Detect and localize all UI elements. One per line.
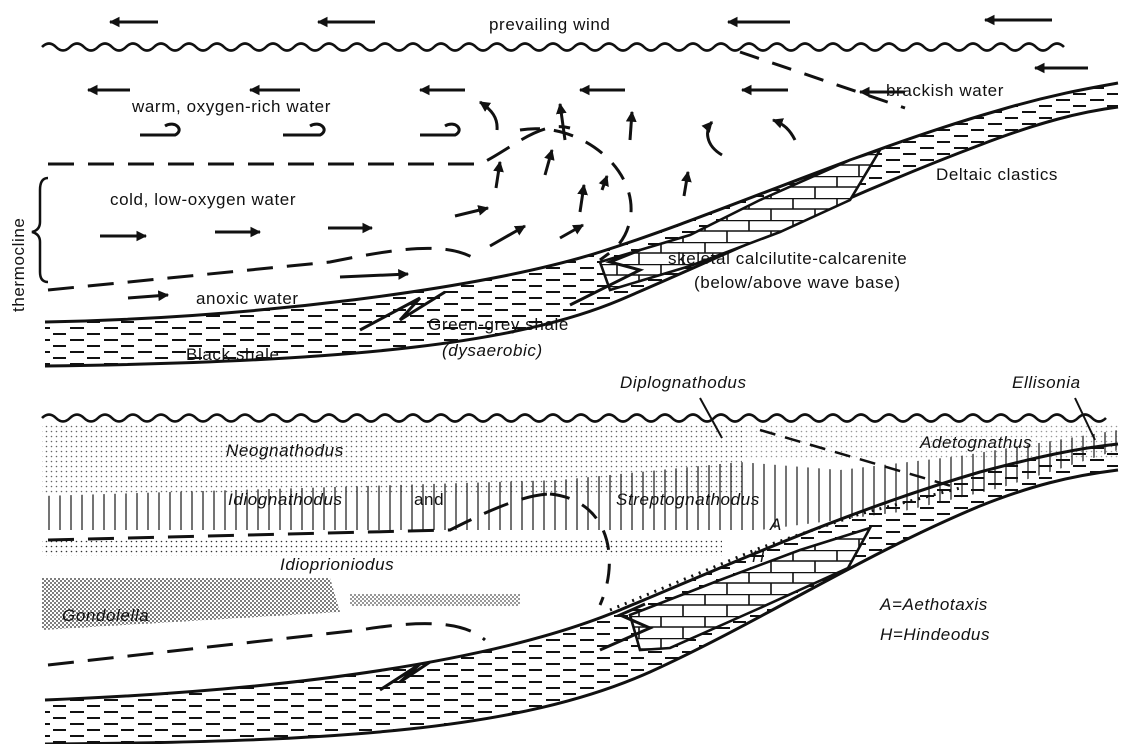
neognathodus-label: Neognathodus <box>226 441 344 460</box>
sea-surface-wave <box>42 44 1064 51</box>
brackish-boundary-line <box>740 52 905 108</box>
idiognathodus-label: Idiognathodus <box>228 490 343 509</box>
diplognathodus-label: Diplognathodus <box>620 373 747 392</box>
thermocline-lower-line <box>48 248 480 290</box>
bottom-panel: Diplognathodus Ellisonia Neognathodus Ad… <box>42 373 1118 744</box>
a-marker: A <box>769 515 782 534</box>
thermocline-upper-line <box>48 127 570 164</box>
upwelling-arrow <box>455 208 488 216</box>
upwelling-loop <box>520 129 631 260</box>
prevailing-wind-label: prevailing wind <box>489 15 610 34</box>
upwelling-arrow <box>602 176 607 190</box>
eddy-hook <box>140 124 179 135</box>
h-marker: H <box>752 547 765 566</box>
sea-surface-wave <box>42 415 1106 422</box>
legend-hindeodus: H=Hindeodus <box>880 625 990 644</box>
skeletal-label: skeletal calcilutite-calcarenite <box>668 249 907 268</box>
upwelling-arrow <box>480 102 497 130</box>
brackish-water-label: brackish water <box>886 81 1004 100</box>
flow-arrow <box>128 295 168 298</box>
anoxic-water-label: anoxic water <box>196 289 299 308</box>
and-label: and <box>414 490 444 509</box>
deltaic-clastics-label: Deltaic clastics <box>936 165 1058 184</box>
streptognathodus-label: Streptognathodus <box>616 490 760 509</box>
upwelling-arrow <box>496 162 500 188</box>
cold-water-label: cold, low-oxygen water <box>110 190 296 209</box>
gondolella-fringe <box>350 594 520 606</box>
legend-aethotaxis: A=Aethotaxis <box>879 595 988 614</box>
upwelling-arrow <box>560 104 565 140</box>
upwelling-arrow <box>684 172 688 196</box>
top-panel: prevailing wind warm, oxygen-rich water … <box>9 15 1118 366</box>
adetognathus-label: Adetognathus <box>919 433 1032 452</box>
eddy-hooks <box>140 124 459 135</box>
upwelling-arrow <box>630 112 632 140</box>
black-shale-label: Black shale <box>186 345 280 364</box>
eddy-hook <box>420 124 459 135</box>
dysaerobic-label: (dysaerobic) <box>442 341 543 360</box>
thermocline-brace <box>32 178 48 282</box>
idioprioniodus-label: Idioprioniodus <box>280 555 394 574</box>
flow-arrow <box>340 274 408 277</box>
thermocline-label: thermocline <box>9 218 28 312</box>
gondolella-label: Gondolella <box>62 606 149 625</box>
upwelling-arrow <box>545 150 552 175</box>
warm-water-label: warm, oxygen-rich water <box>131 97 331 116</box>
upwelling-arrow <box>708 122 722 155</box>
upwelling-arrow <box>560 225 583 238</box>
wave-base-label: (below/above wave base) <box>694 273 901 292</box>
upwelling-arrow <box>580 185 584 212</box>
upwelling-arrow <box>773 120 795 140</box>
upwelling-arrow <box>490 226 525 246</box>
thermocline-lower-line <box>48 624 485 665</box>
eddy-hook <box>283 124 324 135</box>
cold-flow-arrows <box>100 228 408 298</box>
idioprioniodus-zone <box>42 540 722 556</box>
green-grey-shale-label: Green-grey shale <box>428 315 569 334</box>
ellisonia-label: Ellisonia <box>1012 373 1081 392</box>
